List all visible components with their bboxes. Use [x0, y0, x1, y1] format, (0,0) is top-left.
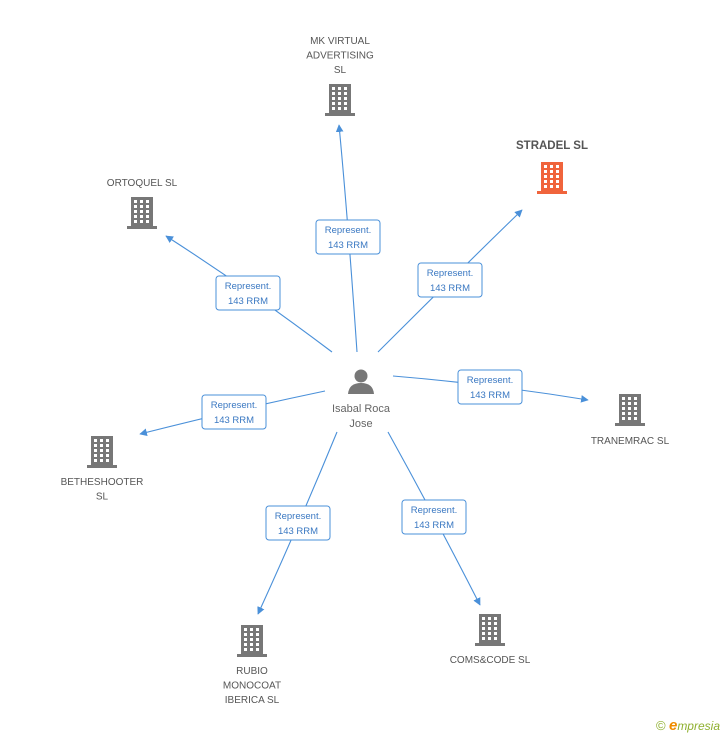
person-icon [348, 369, 374, 394]
company-node-mk[interactable]: MK VIRTUAL ADVERTISING SL [306, 36, 374, 116]
relation-type: Represent. [467, 375, 513, 386]
relation-type: Represent. [275, 511, 321, 522]
relation-box [265, 505, 331, 541]
relation-label-ortoquel: Represent. 143 RRM [215, 275, 281, 311]
relation-type: Represent. [211, 400, 257, 411]
relation-count: 143 RRM [214, 415, 254, 426]
relation-count: 143 RRM [328, 240, 368, 251]
person-name-line2[interactable]: Jose [349, 418, 372, 430]
brand-name: mpresia [677, 719, 720, 733]
relation-box [401, 499, 467, 535]
company-node-tranemrac[interactable]: TRANEMRAC SL [591, 394, 670, 447]
company-label[interactable]: IBERICA SL [225, 695, 280, 706]
company-label[interactable]: SL [96, 492, 109, 503]
relation-box [215, 275, 281, 311]
footer-brand: © empresia [656, 717, 720, 734]
person-name-line1[interactable]: Isabal Roca [332, 403, 391, 415]
brand-logo-e: e [668, 717, 678, 734]
building-icon [237, 625, 267, 657]
company-label[interactable]: BETHESHOOTER [61, 477, 144, 488]
relation-label-tranemrac: Represent. 143 RRM [457, 369, 523, 405]
company-label[interactable]: ORTOQUEL SL [107, 178, 178, 189]
relation-type: Represent. [411, 505, 457, 516]
relation-count: 143 RRM [430, 283, 470, 294]
company-label[interactable]: TRANEMRAC SL [591, 436, 670, 447]
relation-box [201, 394, 267, 430]
company-node-stradel[interactable]: STRADEL SL [516, 140, 588, 194]
building-icon [87, 436, 117, 468]
relation-count: 143 RRM [278, 526, 318, 537]
relation-type: Represent. [427, 268, 473, 279]
relation-box [315, 219, 381, 255]
relation-count: 143 RRM [228, 296, 268, 307]
building-icon [475, 614, 505, 646]
relation-type: Represent. [225, 281, 271, 292]
copyright-symbol: © [656, 718, 666, 733]
company-label[interactable]: SL [334, 65, 347, 76]
relation-label-rubio: Represent. 143 RRM [265, 505, 331, 541]
relation-box [417, 262, 483, 298]
relation-box [457, 369, 523, 405]
relation-count: 143 RRM [414, 520, 454, 531]
company-node-ortoquel[interactable]: ORTOQUEL SL [107, 178, 178, 229]
building-icon [127, 197, 157, 229]
company-label[interactable]: MK VIRTUAL [310, 36, 370, 47]
relation-count: 143 RRM [470, 390, 510, 401]
company-node-rubio[interactable]: RUBIO MONOCOAT IBERICA SL [223, 625, 281, 706]
building-icon [325, 84, 355, 116]
relation-label-comscode: Represent. 143 RRM [401, 499, 467, 535]
company-label[interactable]: MONOCOAT [223, 681, 281, 692]
relation-label-betheshooter: Represent. 143 RRM [201, 394, 267, 430]
building-icon [537, 162, 567, 194]
company-label[interactable]: RUBIO [236, 666, 268, 677]
company-label[interactable]: ADVERTISING [306, 51, 374, 62]
company-label[interactable]: COMS&CODE SL [450, 655, 531, 666]
company-label[interactable]: STRADEL SL [516, 140, 588, 152]
company-node-betheshooter[interactable]: BETHESHOOTER SL [61, 436, 144, 503]
relation-label-stradel: Represent. 143 RRM [417, 262, 483, 298]
building-icon [615, 394, 645, 426]
relation-type: Represent. [325, 225, 371, 236]
relation-label-mk: Represent. 143 RRM [315, 219, 381, 255]
company-node-comscode[interactable]: COMS&CODE SL [450, 614, 531, 666]
